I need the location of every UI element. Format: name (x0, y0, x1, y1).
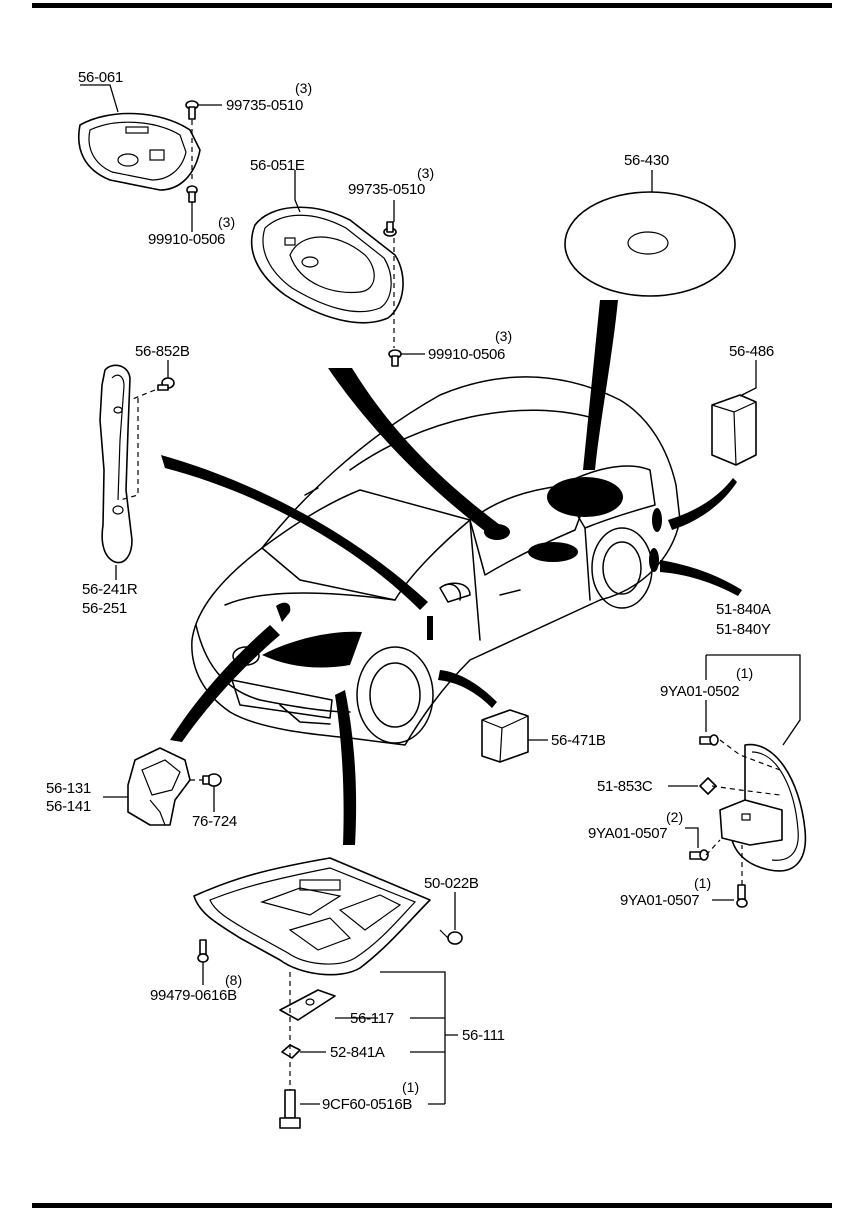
label-56-131: 56-131 (46, 780, 91, 797)
dash-56-852b (119, 389, 156, 501)
label-56-051e: 56-051E (250, 157, 305, 174)
leader-56-051e (294, 170, 301, 213)
clip-50-022b (439, 929, 463, 945)
part-56-111-undercover (193, 857, 431, 976)
label-56-111: 56-111 (462, 1027, 505, 1044)
dash-mudguard (705, 739, 781, 885)
part-56-241r-pillar (99, 364, 133, 564)
leader-56-061 (80, 84, 119, 113)
bolt-99735-0510-b (383, 221, 397, 237)
vehicle-outline (191, 376, 681, 746)
label-52-841a: 52-841A (330, 1044, 385, 1061)
label-56-251: 56-251 (82, 600, 127, 617)
qty-99910-0506-a: (3) (218, 214, 235, 230)
top-rule (32, 3, 832, 8)
qty-9ya01-0507-a: (2) (666, 809, 683, 825)
nut-52-841a (281, 1044, 301, 1059)
qty-99735-0510-b: (3) (417, 165, 434, 181)
label-56-117: 56-117 (350, 1010, 394, 1027)
label-99479-0616b: 99479-0616B (150, 987, 237, 1004)
qty-9ya01-0507-b: (1) (694, 875, 711, 891)
part-56-131-bracket (127, 747, 191, 826)
label-56-430: 56-430 (624, 152, 669, 169)
label-56-471b: 56-471B (551, 732, 606, 749)
labels: 56-061 99735-0510 (3) 99910-0506 (3) 56-… (46, 69, 774, 1113)
label-99735-0510-a: 99735-0510 (226, 97, 303, 114)
label-9cf60-0516b: 9CF60-0516B (322, 1096, 412, 1113)
leader-51-840a (705, 654, 801, 746)
part-56-061-insulator (78, 112, 201, 191)
label-56-852b: 56-852B (135, 343, 190, 360)
bolt-9ya01-0507-a (689, 849, 709, 861)
qty-9cf60-0516b: (1) (402, 1079, 419, 1095)
part-56-471b-block (481, 709, 529, 763)
plate-56-117 (279, 989, 336, 1021)
label-56-061: 56-061 (78, 69, 123, 86)
part-56-486-block (711, 394, 757, 466)
clip-99910-0506-a (186, 185, 198, 203)
qty-9ya01-0502: (1) (736, 665, 753, 681)
bolt-99735-0510-a (185, 100, 199, 120)
clip-76-724 (202, 773, 222, 787)
part-56-051e-insulator (250, 206, 404, 324)
part-51-840a-mudguard (719, 743, 807, 872)
label-56-141: 56-141 (46, 798, 91, 815)
qty-99735-0510-a: (3) (295, 80, 312, 96)
qty-99479-0616b: (8) (225, 972, 242, 988)
label-9ya01-0507-a: 9YA01-0507 (588, 825, 667, 842)
bolt-9ya01-0507-b (736, 884, 748, 908)
leader-9ya01-0507-a (685, 827, 699, 848)
bolt-99479-0616b (197, 939, 209, 963)
label-56-241r: 56-241R (82, 581, 138, 598)
label-50-022b: 50-022B (424, 875, 479, 892)
qty-99910-0506-b: (3) (495, 328, 512, 344)
label-9ya01-0502: 9YA01-0502 (660, 683, 739, 700)
label-99910-0506-b: 99910-0506 (428, 346, 505, 363)
label-51-853c: 51-853C (597, 778, 653, 795)
label-9ya01-0507-b: 9YA01-0507 (620, 892, 699, 909)
leader-56-486 (739, 360, 757, 397)
screw-56-852b (157, 377, 175, 391)
bolt-9cf60-0516b (279, 1089, 301, 1129)
callout-wedges (161, 300, 742, 845)
label-51-840a: 51-840A (716, 601, 771, 618)
bracket-56-111 (380, 971, 458, 1105)
part-56-430-pad (564, 191, 736, 297)
label-99735-0510-b: 99735-0510 (348, 181, 425, 198)
bottom-rule (32, 1203, 832, 1208)
bolt-9ya01-0502 (699, 734, 719, 746)
label-56-486: 56-486 (729, 343, 774, 360)
label-51-840y: 51-840Y (716, 621, 771, 638)
label-99910-0506-a: 99910-0506 (148, 231, 225, 248)
clip-99910-0506-b (388, 349, 402, 367)
label-76-724: 76-724 (192, 813, 237, 830)
